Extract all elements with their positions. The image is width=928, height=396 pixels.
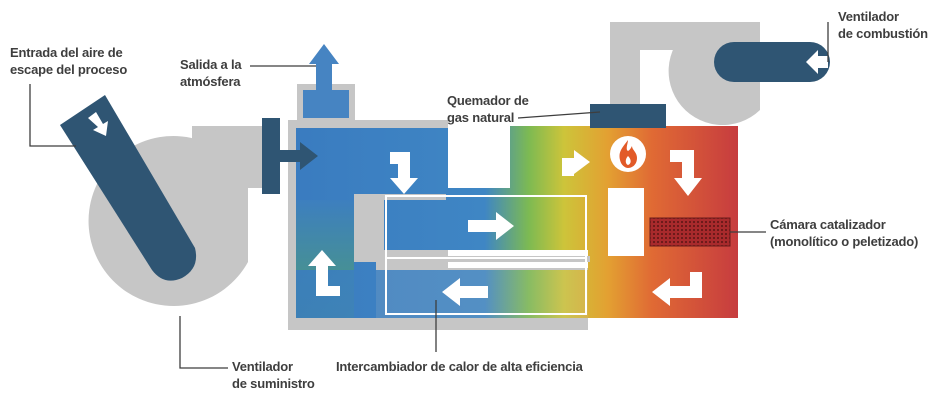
- label-exhaust-inlet: Entrada del aire de escape del proceso: [10, 44, 127, 78]
- atmosphere-outlet: [297, 44, 355, 120]
- flame-icon: [610, 136, 646, 172]
- chamber-insert: [608, 188, 644, 256]
- label-heat-exchanger-line1: Intercambiador de calor de alta eficienc…: [336, 359, 583, 374]
- label-heat-exchanger: Intercambiador de calor de alta eficienc…: [336, 358, 583, 375]
- label-combustion-fan: Ventilador de combustión: [838, 8, 928, 42]
- label-gas-burner-line1: Quemador de: [447, 93, 529, 108]
- unit-inlet-connector: [262, 118, 318, 194]
- label-catalyst-chamber-line2: (monolítico o peletizado): [770, 234, 919, 249]
- label-catalyst-chamber-line1: Cámara catalizador: [770, 217, 886, 232]
- label-catalyst-chamber: Cámara catalizador (monolítico o peletiz…: [770, 216, 918, 250]
- arrow-icon: [442, 278, 488, 306]
- label-combustion-fan-line1: Ventilador: [838, 9, 899, 24]
- label-exhaust-inlet-line1: Entrada del aire de: [10, 45, 123, 60]
- exhaust-inlet-pipe: [60, 95, 197, 281]
- label-combustion-fan-line2: de combustión: [838, 26, 928, 41]
- leader-lines: [29, 22, 829, 369]
- gas-burner-block: [590, 104, 666, 128]
- arrow-icon: [562, 150, 590, 176]
- label-atmosphere-outlet-line1: Salida a la: [180, 57, 242, 72]
- label-gas-burner: Quemador de gas natural: [447, 92, 529, 126]
- inlet-flow-arrow-icon: [280, 142, 318, 170]
- outlet-arrow-icon: [309, 44, 339, 92]
- heat-exchanger: [385, 195, 587, 315]
- combustion-fan-pipe: [714, 42, 830, 82]
- inlet-arrow-icon: [88, 112, 108, 136]
- arrow-icon: [308, 250, 340, 296]
- catalyst-chamber: [649, 217, 731, 247]
- label-exhaust-inlet-line2: escape del proceso: [10, 62, 128, 77]
- arrow-icon: [390, 152, 418, 194]
- arrow-icon: [468, 212, 514, 240]
- label-atmosphere-outlet-line2: atmósfera: [180, 74, 241, 89]
- label-atmosphere-outlet: Salida a la atmósfera: [180, 56, 242, 90]
- label-supply-fan-line1: Ventilador: [232, 359, 293, 374]
- label-gas-burner-line2: gas natural: [447, 110, 515, 125]
- label-supply-fan: Ventilador de suministro: [232, 358, 315, 392]
- flow-arrows: [308, 150, 702, 306]
- combustion-arrow-icon: [806, 50, 828, 74]
- arrow-icon: [652, 272, 702, 306]
- supply-fan-outlet-duct-top: [190, 126, 266, 150]
- arrow-icon: [670, 150, 702, 196]
- combustion-fan: [610, 22, 830, 126]
- label-supply-fan-line2: de suministro: [232, 376, 315, 391]
